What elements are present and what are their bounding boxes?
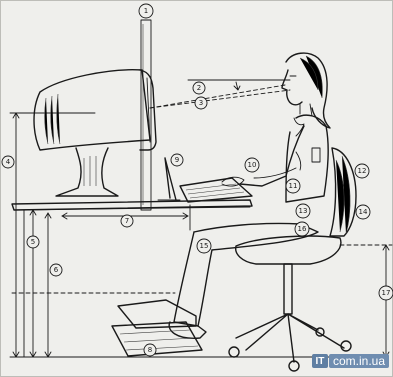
callout-10: 10	[245, 158, 259, 172]
svg-text:2: 2	[197, 84, 201, 92]
svg-text:5: 5	[31, 238, 35, 246]
callout-14: 14	[356, 205, 370, 219]
callout-11: 11	[286, 179, 300, 193]
reference-pole	[141, 20, 151, 210]
svg-text:3: 3	[199, 99, 203, 107]
svg-text:7: 7	[125, 217, 129, 225]
callout-3: 3	[195, 97, 207, 109]
callout-17: 17	[379, 286, 393, 300]
svg-text:14: 14	[359, 208, 368, 216]
svg-text:8: 8	[148, 346, 152, 354]
viewing-angle-arrow	[234, 82, 240, 90]
callout-16: 16	[295, 222, 309, 236]
callout-12: 12	[355, 164, 369, 178]
svg-text:12: 12	[358, 167, 367, 175]
svg-text:16: 16	[298, 225, 307, 233]
callout-5: 5	[27, 236, 39, 248]
site-watermark: IT com.in.ua	[312, 353, 389, 369]
callout-6: 6	[50, 264, 62, 276]
callout-2: 2	[193, 82, 205, 94]
svg-text:15: 15	[200, 242, 209, 250]
keyboard-keys	[186, 184, 244, 198]
callout-1: 1	[139, 4, 153, 18]
callout-8: 8	[144, 344, 156, 356]
watermark-logo: IT	[312, 354, 328, 368]
svg-text:4: 4	[6, 158, 11, 166]
svg-text:11: 11	[289, 182, 298, 190]
watermark-text: com.in.ua	[329, 354, 389, 368]
sight-line-lower	[150, 90, 290, 108]
callout-7: 7	[121, 215, 133, 227]
svg-text:9: 9	[175, 156, 179, 164]
keyboard	[180, 178, 252, 202]
callout-markers: 1 2 3 4 5 6 7 8	[2, 4, 393, 356]
sight-line-to-screen	[150, 85, 285, 108]
svg-text:6: 6	[54, 266, 59, 274]
svg-text:1: 1	[144, 7, 148, 15]
callout-4: 4	[2, 156, 14, 168]
callout-9: 9	[171, 154, 183, 166]
svg-text:10: 10	[248, 161, 257, 169]
svg-text:17: 17	[382, 289, 391, 297]
monitor	[34, 70, 156, 196]
seated-person	[118, 53, 330, 338]
callout-13: 13	[296, 204, 310, 218]
svg-text:13: 13	[299, 207, 308, 215]
callout-15: 15	[197, 239, 211, 253]
